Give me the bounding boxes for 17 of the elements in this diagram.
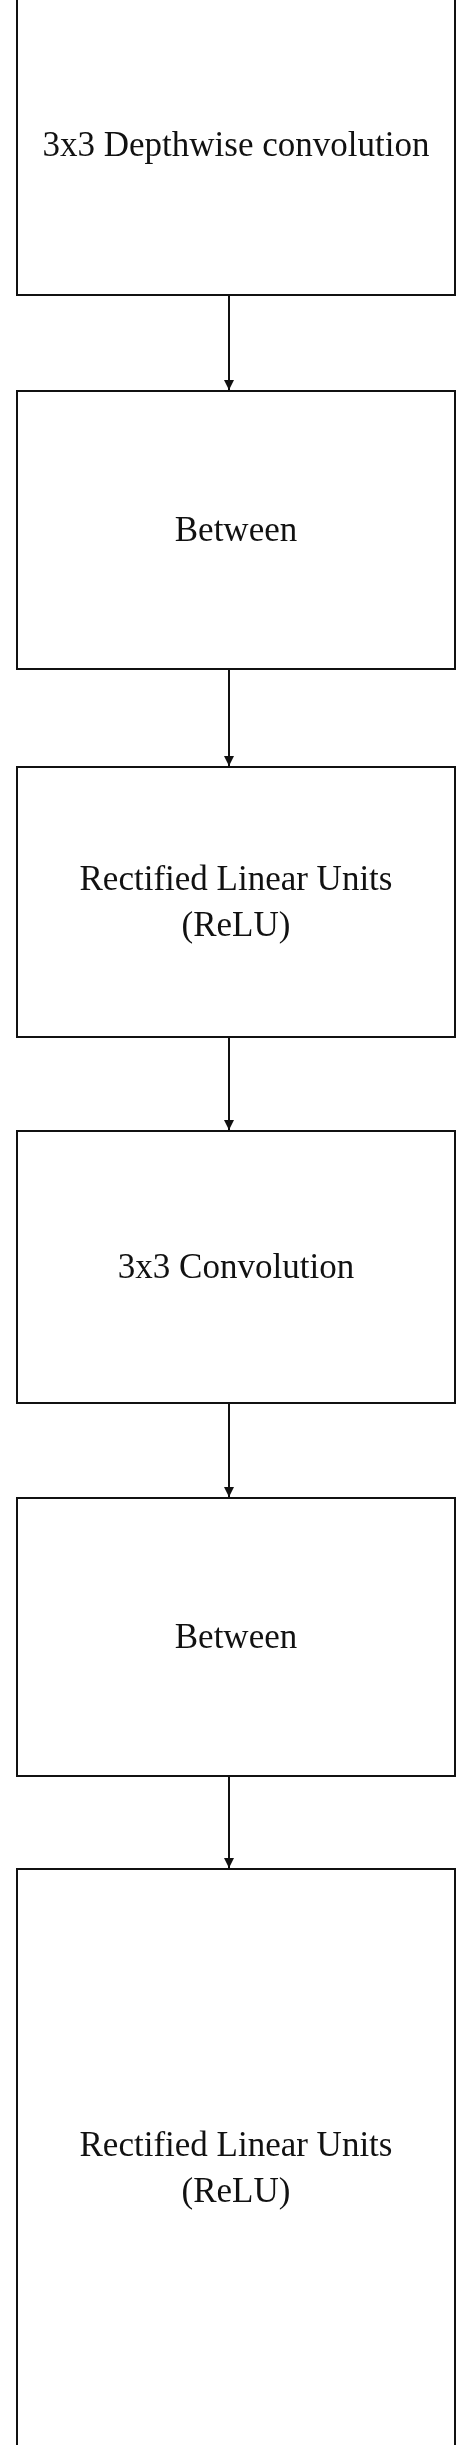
box-label: 3x3 Depthwise convolution bbox=[41, 124, 431, 166]
process-box bbox=[16, 766, 456, 1038]
arrow bbox=[224, 1037, 234, 1131]
process-box bbox=[16, 1868, 456, 2445]
box-label: 3x3 Convolution bbox=[116, 1246, 356, 1288]
process-box bbox=[16, 1497, 456, 1777]
process-box bbox=[16, 0, 456, 296]
arrow bbox=[224, 295, 234, 391]
arrow bbox=[224, 669, 234, 767]
process-box bbox=[16, 390, 456, 670]
box-label: Rectified Linear Units (ReLU) bbox=[78, 858, 394, 946]
box-label: Between bbox=[173, 509, 299, 551]
process-box bbox=[16, 1130, 456, 1404]
box-label: Rectified Linear Units (ReLU) bbox=[78, 2124, 394, 2212]
arrow bbox=[224, 1776, 234, 1869]
box-label: Between bbox=[173, 1616, 299, 1658]
arrow bbox=[224, 1403, 234, 1498]
